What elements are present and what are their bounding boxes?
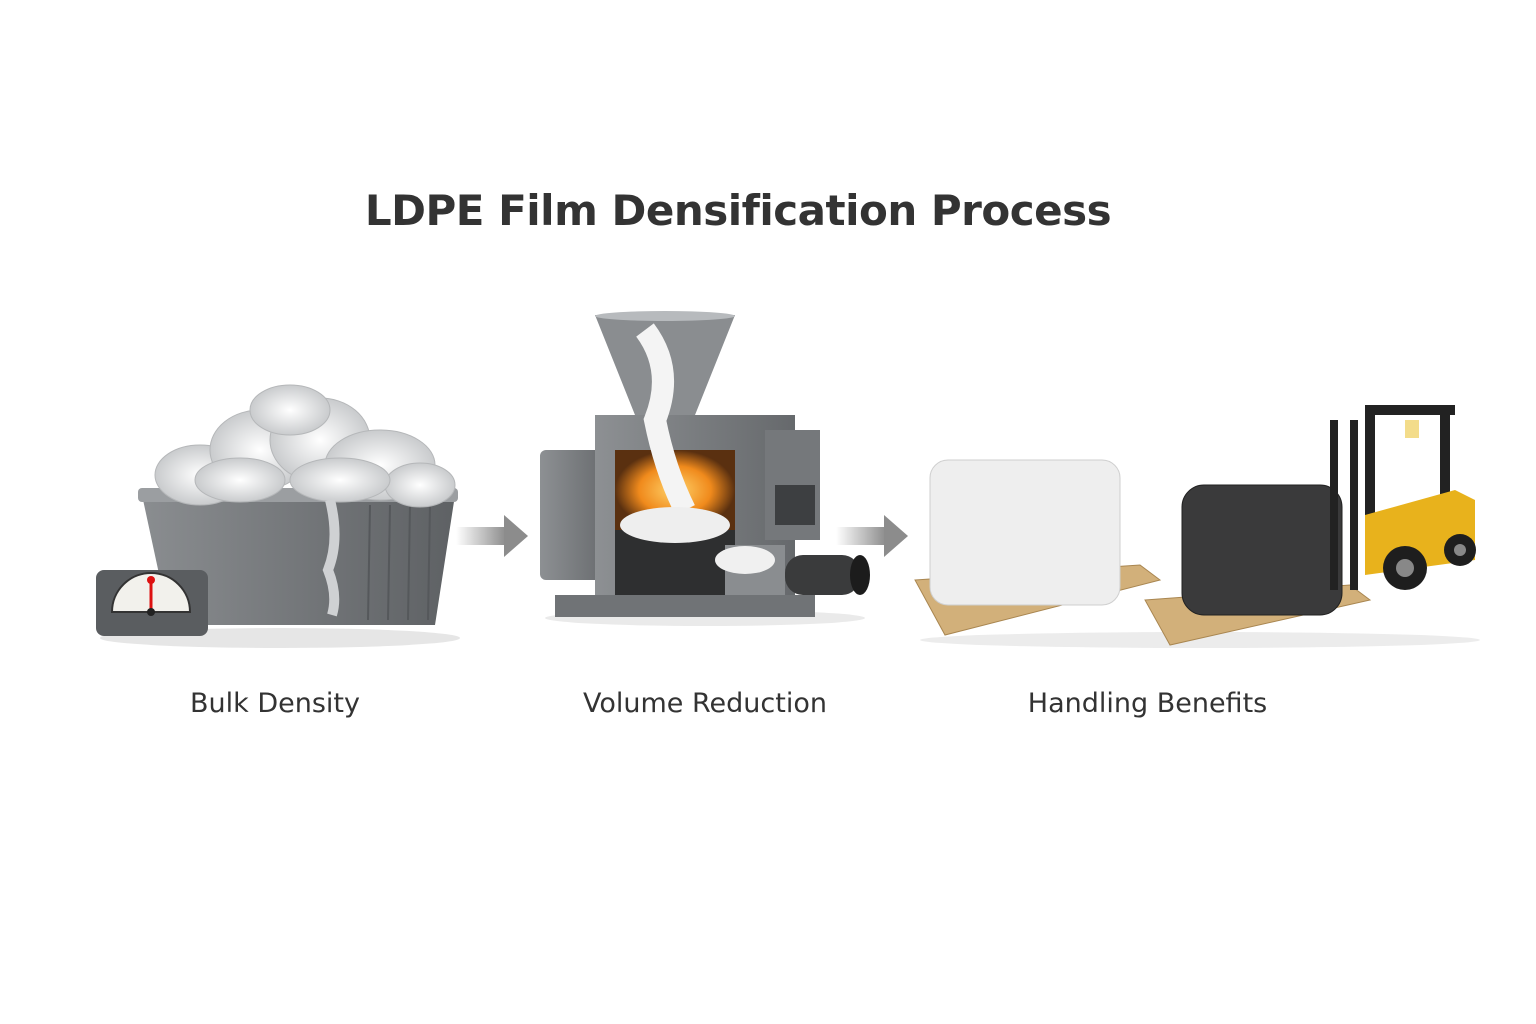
arrow-right-icon [456, 515, 528, 557]
bin-with-loose-film-icon [96, 384, 460, 648]
stage-label-handling-benefits: Handling Benefits [1027, 688, 1268, 719]
bales-and-forklift-icon [914, 405, 1480, 648]
stage-label-bulk-density: Bulk Density [189, 688, 360, 719]
stage-bulk-density [90, 380, 470, 650]
stage-handling-benefits [910, 400, 1490, 650]
stage-volume-reduction [535, 310, 875, 630]
diagram-title: LDPE Film Densification Process [364, 186, 1112, 235]
densifier-machine-icon [540, 311, 870, 626]
stage-label-volume-reduction: Volume Reduction [583, 688, 827, 719]
arrow-right-icon [836, 515, 908, 557]
